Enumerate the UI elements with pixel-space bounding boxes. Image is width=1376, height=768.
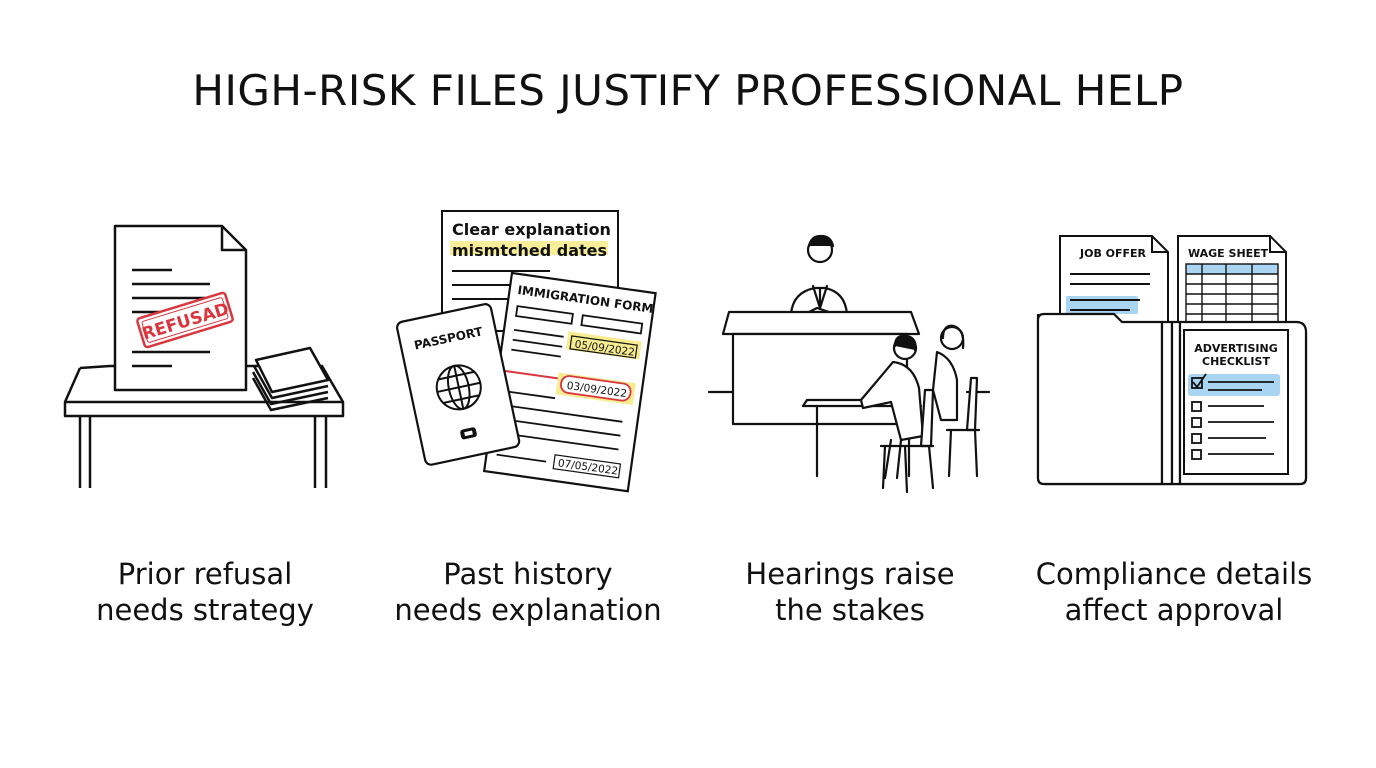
doc-wage-sheet-title: WAGE SHEET (1188, 247, 1269, 260)
caption-compliance: Compliance details affect approval (1035, 557, 1313, 627)
refused-document-illustration: REFUSAD (63, 224, 345, 488)
caption-prior-refusal: Prior refusal needs strategy (96, 557, 314, 627)
checklist-title-1: ADVERTISING (1194, 342, 1278, 355)
caption-past-history: Past history needs explanation (394, 557, 662, 627)
checked-checkbox-icon (1191, 373, 1207, 389)
doc-job-offer-title: JOB OFFER (1079, 247, 1147, 260)
note-line-1: Clear explanation (452, 220, 611, 239)
globe-icon (435, 364, 482, 411)
mismatched-dates-illustration: Clear explanation mismtched dates IMMIGR… (396, 210, 657, 493)
hearing-illustration (707, 234, 991, 494)
checklist-title-2: CHECKLIST (1202, 355, 1270, 368)
chip-icon (460, 427, 477, 440)
page-title: HIGH-RISK FILES JUSTIFY PROFESSIONAL HEL… (192, 66, 1184, 115)
note-line-2: mismtched dates (452, 241, 607, 260)
compliance-folder-illustration: JOB OFFER WAGE SHEET (1036, 235, 1308, 486)
caption-hearings: Hearings raise the stakes (745, 557, 955, 627)
